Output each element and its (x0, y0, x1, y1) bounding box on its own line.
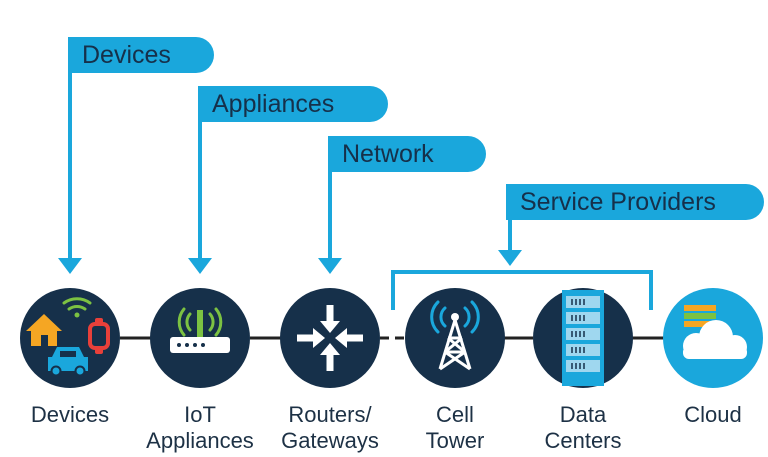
iot-label-line2: Appliances (146, 428, 254, 453)
tower-label-line1: Cell (436, 402, 474, 427)
callout-connectors (58, 38, 653, 310)
cloud-icon (683, 305, 747, 359)
server-rack-icon (562, 290, 604, 386)
routers-circle (280, 288, 380, 388)
tower-node (405, 288, 505, 388)
cloud-label-line2: Cloud (684, 402, 742, 427)
cell-tower-icon (430, 300, 480, 371)
devices-node (20, 288, 120, 388)
datacenters-label: Data Centers (508, 402, 658, 454)
wifi-icon (62, 297, 92, 318)
watch-icon (88, 318, 110, 354)
devices-arrowhead (58, 258, 82, 274)
routers-node (280, 288, 380, 388)
tower-label-line2: Tower (425, 428, 485, 453)
routers-label-line1: Routers/ (288, 402, 372, 427)
car-icon (48, 347, 88, 377)
service-providers-arrowhead (498, 250, 522, 266)
iot-node (150, 288, 250, 388)
datacenters-node (533, 288, 633, 388)
routers-label: Routers/ Gateways (255, 402, 405, 454)
network-arrowhead (318, 258, 342, 274)
arrows-converge-icon (297, 305, 363, 371)
datacenters-label-line2: Centers (544, 428, 622, 453)
cloud-label: Cloud (638, 402, 768, 428)
devices-label: Devices (0, 402, 145, 428)
devices-label-line2: Devices (30, 402, 110, 427)
devices-circle (20, 288, 120, 388)
house-icon (26, 314, 62, 346)
appliances-callout: Appliances (198, 86, 388, 122)
cloud-node (663, 288, 763, 388)
routers-label-line2: Gateways (281, 428, 379, 453)
iot-label: IoT Appliances (125, 402, 275, 454)
service-providers-callout: Service Providers (506, 184, 764, 220)
iot-label-line1: IoT (184, 402, 216, 427)
router-icon (170, 307, 230, 353)
tower-label: Cell Tower (380, 402, 530, 454)
service-providers-bracket (391, 270, 653, 310)
devices-callout: Devices (68, 37, 214, 73)
datacenters-label-line1: Data (559, 402, 607, 427)
appliances-arrowhead (188, 258, 212, 274)
network-callout: Network (328, 136, 486, 172)
